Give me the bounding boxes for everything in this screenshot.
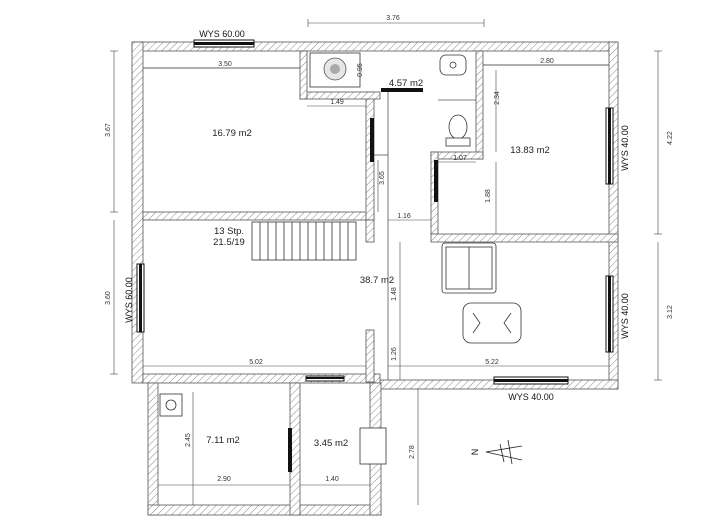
boiler [159,393,183,417]
dim-top-width: 3.76 [386,15,400,22]
dim-living-opening: 1.48 [391,287,398,301]
window-right-lower [605,275,614,353]
interior-walls [142,50,619,383]
small-fixture [359,427,387,465]
dim-right-upper-height: 4.22 [667,131,674,145]
window-right-upper [605,107,614,185]
dim-door-gap: 1.26 [391,347,398,361]
dim-boiler-height: 2.45 [185,433,192,447]
door-marks [288,88,438,472]
dim-laundry: 0.95 [357,63,364,77]
room-area-boiler-room: 7.11 m2 [206,435,240,446]
dim-left-upper-height: 3.67 [105,123,112,137]
dim-wc-width: 1.07 [453,155,467,162]
window-left [136,263,145,333]
room-area-bedroom-right: 13.83 m2 [510,145,550,156]
partition-lines [143,64,609,380]
window-label-left: WYS 60.00 [124,277,134,323]
dim-boiler-width: 2.90 [217,476,231,483]
window-label-right-lower: WYS 40.00 [620,293,630,339]
dimension-lines [110,19,662,505]
table [462,302,522,344]
north-label: N [470,449,480,456]
dim-annex-height: 2.78 [409,445,416,459]
sink [439,54,467,76]
window-label-top-left: WYS 60.00 [199,29,245,39]
dim-hall-height: 3.65 [379,171,386,185]
dim-wc-height: 2.34 [494,91,501,105]
wc-toilet [445,114,471,147]
stairs-ratio: 21.5/19 [213,237,245,248]
dim-right-room-width: 2.80 [540,58,554,65]
room-area-storage: 3.45 m2 [314,438,348,449]
dim-bedroom-width: 3.50 [218,61,232,68]
room-area-bathroom: 4.57 m2 [389,78,423,89]
dim-storage-width: 1.40 [325,476,339,483]
stairs-steps: 13 Stp. [214,226,244,237]
window-bottom [493,376,569,385]
dim-hall-width: 1.49 [330,99,344,106]
dim-wc-depth: 1.88 [485,189,492,203]
window-small-bottom [305,375,345,382]
room-area-bedroom: 16.79 m2 [212,128,252,139]
staircase [251,221,357,261]
washing-machine [309,52,361,88]
room-area-living: 38.7 m2 [360,275,394,286]
dim-left-lower-height: 3.60 [105,291,112,305]
window-label-bottom: WYS 40.00 [508,392,554,402]
sofa [441,242,497,294]
dim-living-left-width: 5.02 [249,359,263,366]
north-arrow [485,439,523,465]
dim-right-lower-height: 3.12 [667,305,674,319]
window-top-left [193,39,255,48]
dim-corridor: 1.16 [397,213,411,220]
dim-living-right-width: 5.22 [485,359,499,366]
window-label-right-upper: WYS 40.00 [620,125,630,171]
